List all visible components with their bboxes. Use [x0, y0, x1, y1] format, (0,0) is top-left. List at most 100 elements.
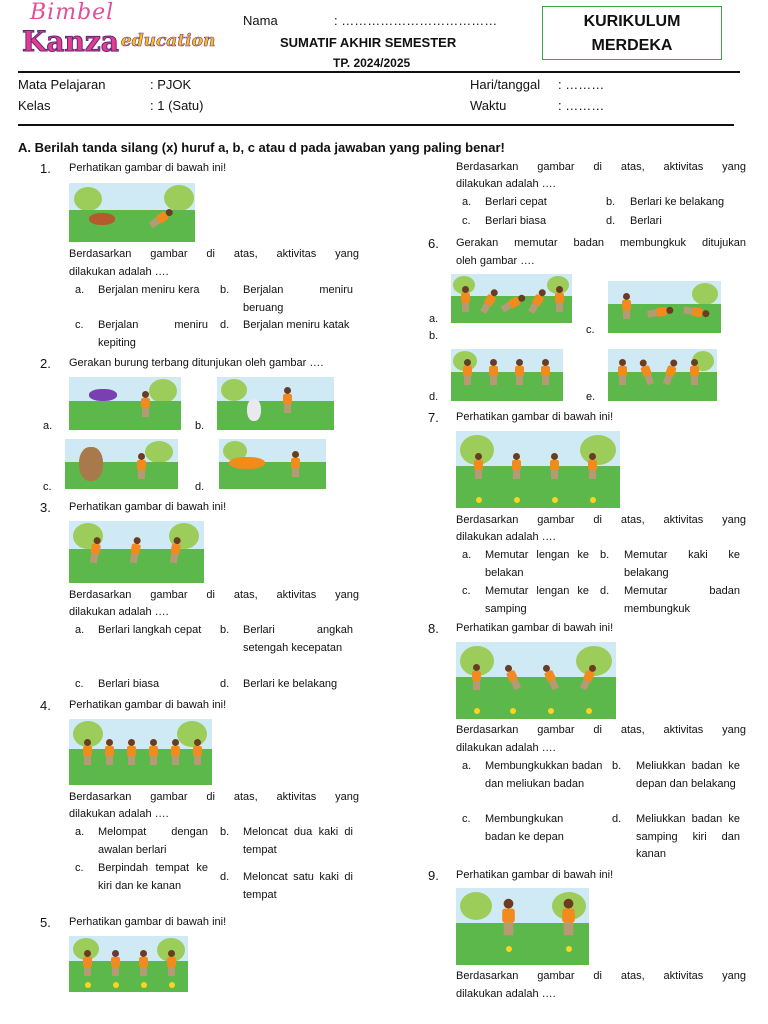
q4-follow-2: dilakukan adalah ….: [69, 808, 169, 820]
q1-image: [69, 183, 195, 242]
q5-option-c[interactable]: Berlari biasa: [485, 215, 547, 227]
q1-option-a[interactable]: Berjalan meniru kera: [98, 284, 200, 296]
q5-option-b[interactable]: Berlari ke belakang: [630, 196, 725, 208]
q7-letter-b: b.: [600, 549, 610, 561]
q7-number: 7.: [428, 410, 439, 425]
q5-text: Perhatikan gambar di bawah ini!: [69, 916, 227, 928]
q1-letter-c: c.: [75, 319, 84, 331]
q2-letter-d: d.: [195, 481, 205, 493]
q2-letter-b: b.: [195, 420, 205, 432]
nama-value: : ………………………………: [334, 13, 498, 28]
q3-option-c[interactable]: Berlari biasa: [98, 678, 160, 690]
hari-value: : ………: [558, 77, 605, 92]
q1-letter-d: d.: [220, 319, 230, 331]
q2-image-c[interactable]: [65, 439, 178, 489]
q9-image: [456, 888, 589, 965]
q3-option-b[interactable]: Berlari angkah setengah kecepatan: [243, 624, 353, 654]
q4-letter-a: a.: [75, 826, 85, 838]
waktu-label: Waktu: [470, 98, 507, 113]
q6-text-2: oleh gambar ….: [456, 255, 535, 267]
q8-letter-c: c.: [462, 813, 471, 825]
q4-follow-1: Berdasarkan gambar di atas, aktivitas ya…: [69, 791, 359, 803]
q4-letter-b: b.: [220, 826, 230, 838]
waktu-value: : ………: [558, 98, 605, 113]
q1-letter-b: b.: [220, 284, 230, 296]
q5-number: 5.: [40, 915, 51, 930]
q7-follow-2: dilakukan adalah ….: [456, 531, 556, 543]
q9-text: Perhatikan gambar di bawah ini!: [456, 869, 614, 881]
nama-label: Nama: [243, 13, 278, 28]
q8-number: 8.: [428, 621, 439, 636]
q7-follow-1: Berdasarkan gambar di atas, aktivitas ya…: [456, 514, 746, 526]
q5-follow-1: Berdasarkan gambar di atas, aktivitas ya…: [456, 161, 746, 173]
q7-option-b[interactable]: Memutar kaki ke belakang: [624, 549, 740, 579]
q4-number: 4.: [40, 698, 51, 713]
q8-text: Perhatikan gambar di bawah ini!: [456, 622, 614, 634]
kurikulum-line1: KURIKULUM: [583, 13, 681, 30]
info-divider: [18, 124, 734, 126]
q7-option-a[interactable]: Memutar lengan ke belakan: [485, 549, 589, 579]
q4-option-a[interactable]: Melompat dengan awalan berlari: [98, 826, 208, 856]
q4-image: [69, 719, 212, 785]
q8-letter-a: a.: [462, 760, 472, 772]
exam-title: SUMATIF AKHIR SEMESTER: [280, 35, 457, 50]
q2-image-b[interactable]: [217, 377, 334, 430]
q6-number: 6.: [428, 236, 439, 251]
q1-number: 1.: [40, 161, 51, 176]
q4-option-c[interactable]: Berpindah tempat ke kiri dan ke kanan: [98, 862, 208, 892]
q3-text: Perhatikan gambar di bawah ini!: [69, 501, 227, 513]
q9-follow-2: dilakukan adalah ….: [456, 988, 556, 1000]
q8-option-c[interactable]: Membungkukan badan ke depan: [485, 813, 564, 843]
q6-letter-e: e.: [586, 391, 596, 403]
q3-letter-a: a.: [75, 624, 85, 636]
q4-option-b[interactable]: Meloncat dua kaki di tempat: [243, 826, 353, 856]
q6-text-1: Gerakan memutar badan membungkuk ditujuk…: [456, 237, 746, 249]
q5-image: [69, 936, 188, 992]
q4-letter-d: d.: [220, 871, 230, 883]
q7-option-c[interactable]: Memutar lengan ke samping: [485, 585, 589, 615]
q7-option-d[interactable]: Memutar badan membungkuk: [624, 585, 740, 615]
q6-letter-a: a.: [429, 313, 439, 325]
q5-option-d[interactable]: Berlari: [630, 215, 662, 227]
q8-option-a[interactable]: Membungkukkan badan dan meliukan badan: [485, 760, 603, 790]
q2-image-d[interactable]: [219, 439, 326, 489]
q6-image-d[interactable]: [451, 349, 563, 401]
q4-option-d[interactable]: Meloncat satu kaki di tempat: [243, 871, 353, 901]
q8-image: [456, 642, 616, 719]
mapel-value: : PJOK: [150, 77, 192, 92]
q5-letter-d: d.: [606, 215, 616, 227]
q2-letter-a: a.: [43, 420, 53, 432]
kurikulum-box: KURIKULUM MERDEKA: [542, 6, 722, 60]
q1-follow-2: dilakukan adalah ….: [69, 266, 169, 278]
q1-option-b[interactable]: Berjalan meniru beruang: [243, 284, 353, 314]
q2-number: 2.: [40, 356, 51, 371]
q2-image-a[interactable]: [69, 377, 181, 430]
q5-option-a[interactable]: Berlari cepat: [485, 196, 547, 208]
q7-letter-a: a.: [462, 549, 472, 561]
q2-letter-c: c.: [43, 481, 52, 493]
q3-option-a[interactable]: Berlari langkah cepat: [98, 624, 202, 636]
q8-option-b[interactable]: Meliukkan badan ke depan dan belakang: [636, 760, 740, 790]
q8-option-d[interactable]: Meliukkan badan ke samping kiri dan kana…: [636, 813, 740, 860]
q8-letter-d: d.: [612, 813, 622, 825]
q6-image-e[interactable]: [608, 349, 717, 401]
q4-letter-c: c.: [75, 862, 84, 874]
q6-image-c[interactable]: [608, 281, 721, 333]
q9-follow-1: Berdasarkan gambar di atas, aktivitas ya…: [456, 970, 746, 982]
section-a-instruction: A. Berilah tanda silang (x) huruf a, b, …: [18, 140, 505, 155]
kelas-value: : 1 (Satu): [150, 98, 204, 113]
kurikulum-line2: MERDEKA: [591, 37, 673, 54]
q6-letter-c: c.: [586, 324, 595, 336]
q1-option-d[interactable]: Berjalan meniru katak: [243, 319, 350, 331]
logo-kanza-education: Kanza education: [22, 24, 216, 58]
q3-image: [69, 521, 204, 583]
q6-image-a[interactable]: [451, 274, 572, 323]
q3-letter-c: c.: [75, 678, 84, 690]
logo-education-text: education: [120, 31, 216, 52]
q9-number: 9.: [428, 868, 439, 883]
logo-bimbel-text: Bimbel: [30, 0, 115, 25]
q6-letter-b: b.: [429, 330, 439, 342]
q1-option-c[interactable]: Berjalan meniru kepiting: [98, 319, 208, 349]
q1-text: Perhatikan gambar di bawah ini!: [69, 162, 227, 174]
q3-option-d[interactable]: Berlari ke belakang: [243, 678, 338, 690]
